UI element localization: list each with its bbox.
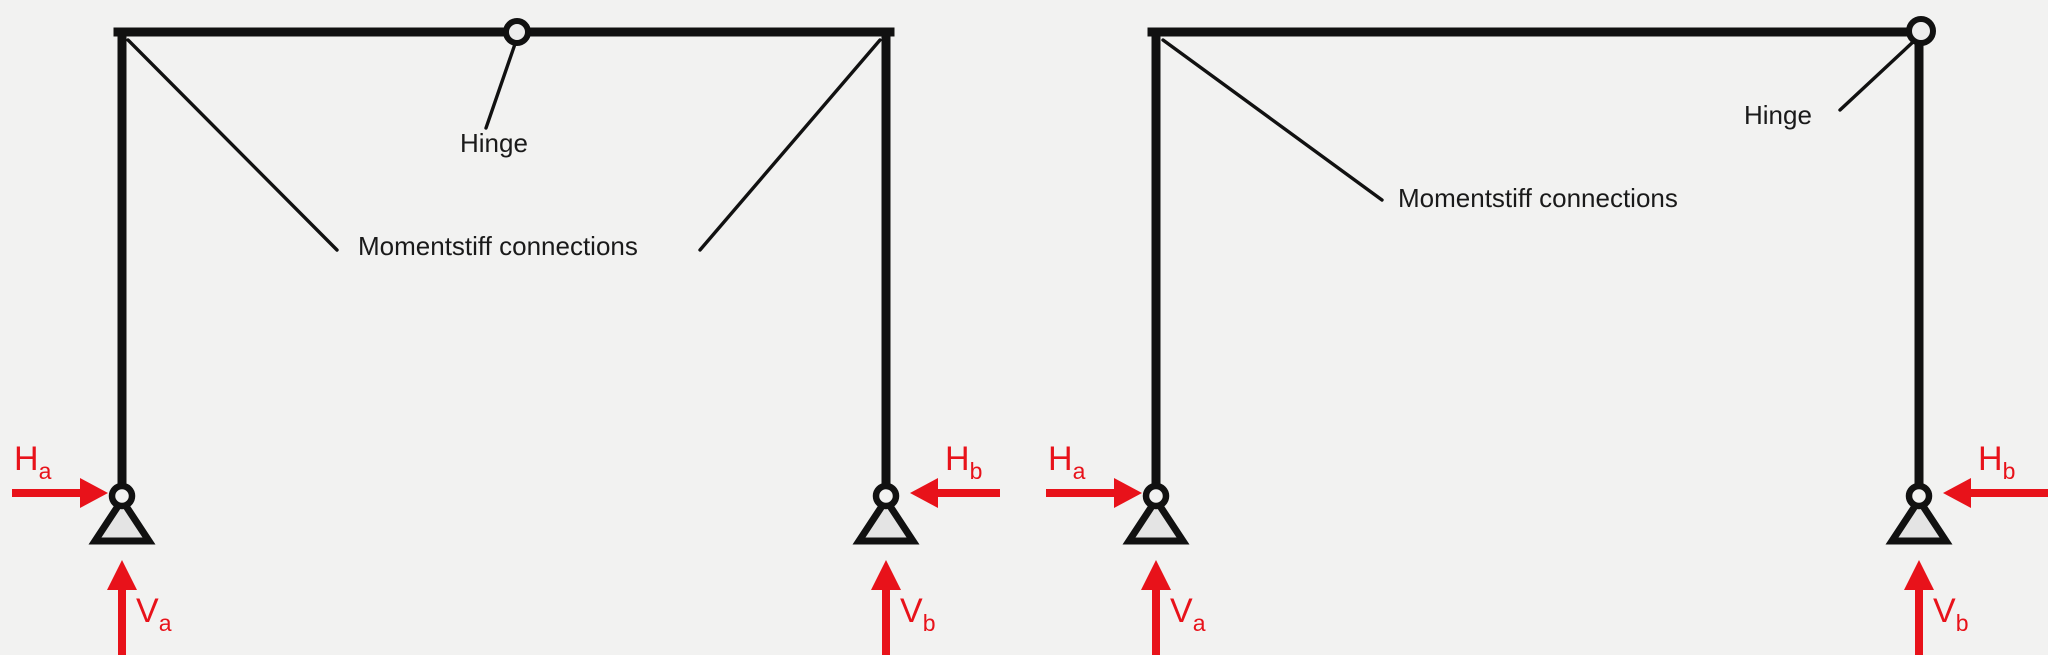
frame-right: Hinge Momentstiff connections Ha Va: [1046, 16, 2048, 655]
force-Ha-arrowhead: [1114, 478, 1142, 508]
hinge-icon: [1906, 16, 1936, 46]
support-a-right-frame: [1122, 482, 1190, 545]
force-Va-right-frame: Va: [1141, 560, 1206, 655]
force-Hb-label: Hb: [1978, 440, 2015, 484]
force-Vb-arrowhead: [1904, 560, 1934, 590]
force-Ha-label: Ha: [1048, 440, 1086, 484]
moment-stiff-label: Momentstiff connections: [1398, 183, 1678, 213]
hinge-leader-line: [484, 42, 517, 130]
pin-support-triangle: [1122, 493, 1190, 545]
force-Ha-label: Ha: [14, 440, 52, 484]
force-Hb-right-frame: Hb: [1943, 440, 2048, 508]
force-Va-label: Va: [1170, 592, 1206, 636]
support-b-left-frame: [852, 482, 920, 545]
support-b-right-frame: [1885, 482, 1953, 545]
support-a-left-frame: [88, 482, 156, 545]
hinge-leader-line: [1838, 40, 1915, 112]
pin-circle-icon: [1142, 482, 1170, 510]
pin-support-triangle: [88, 493, 156, 545]
force-Vb-left-frame: Vb: [871, 560, 935, 655]
force-Ha-arrowhead: [80, 478, 108, 508]
pin-circle-icon: [108, 482, 136, 510]
frame-left: Hinge Momentstiff connections Ha Va: [12, 18, 1000, 655]
force-Va-arrowhead: [1141, 560, 1171, 590]
force-Ha-left-frame: Ha: [12, 440, 108, 508]
force-Va-arrowhead: [107, 560, 137, 590]
pin-circle-icon: [1905, 482, 1933, 510]
force-Hb-arrowhead: [910, 478, 938, 508]
force-Hb-label: Hb: [945, 440, 982, 484]
moment-stiff-label: Momentstiff connections: [358, 231, 638, 261]
force-Hb-arrowhead: [1943, 478, 1971, 508]
force-Vb-right-frame: Vb: [1904, 560, 1968, 655]
moment-leader-right: [698, 38, 882, 252]
force-Vb-label: Vb: [900, 592, 935, 636]
hinge-label: Hinge: [460, 128, 528, 158]
force-Ha-right-frame: Ha: [1046, 440, 1142, 508]
force-Vb-label: Vb: [1933, 592, 1968, 636]
force-Vb-arrowhead: [871, 560, 901, 590]
force-Va-left-frame: Va: [107, 560, 172, 655]
force-Hb-left-frame: Hb: [910, 440, 1000, 508]
pin-support-triangle: [852, 493, 920, 545]
hinge-label: Hinge: [1744, 100, 1812, 130]
moment-leader-left: [1161, 38, 1384, 202]
moment-leader-left: [126, 38, 339, 252]
force-Va-label: Va: [136, 592, 172, 636]
pin-support-triangle: [1885, 493, 1953, 545]
hinge-icon: [503, 18, 531, 46]
pin-circle-icon: [872, 482, 900, 510]
